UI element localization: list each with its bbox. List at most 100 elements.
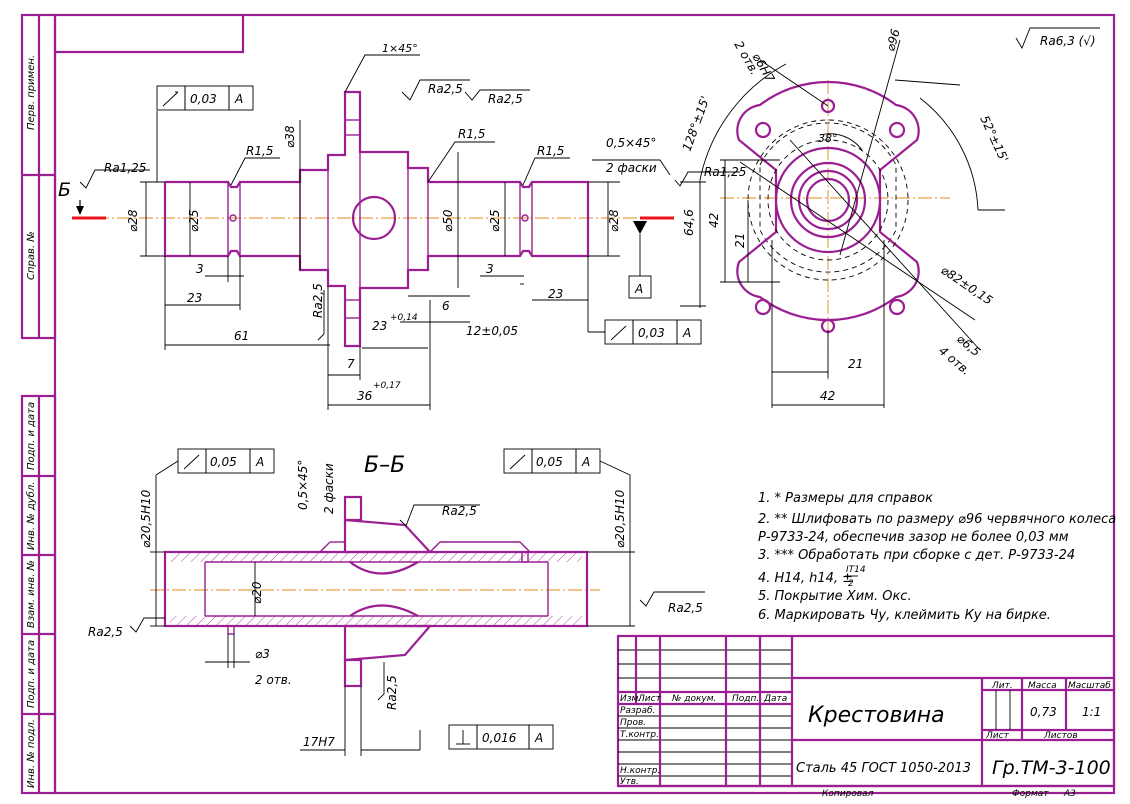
d25-left: ⌀25 [187,210,201,233]
d28-left: ⌀28 [126,209,140,232]
angle-128: 128°±15' [680,94,713,153]
title-row-label: Н.контр. [620,766,660,776]
side-label: Инв. № подл. [26,719,37,788]
note-fraction-top: IT14 [846,565,866,575]
dim-17h7: 17Н7 [303,735,335,749]
d96: ⌀96 [883,27,902,53]
d-left-section: ⌀20,5Н10 [139,489,153,548]
ra-top1: Ra2,5 [428,82,463,96]
lit-label: Лит. [991,681,1013,691]
side-label: Инв. № дубл. [25,482,37,550]
dim-36: 36 [357,389,373,403]
dim-21-vertical: 21 [733,233,747,248]
technical-notes: 1. * Размеры для справок 2. ** Шлифовать… [758,491,1116,623]
side-label: Взам. инв. № [26,560,37,628]
title-header: № докум. [671,694,716,704]
chamfer-note-section: 2 фаски [322,463,336,514]
dim-23-right: 23 [548,287,563,301]
ra-left-section: Ra2,5 [88,625,123,639]
d38: ⌀38 [283,125,297,148]
title-row-label: Пров. [620,718,646,728]
ra-left-front: Ra1,25 [104,161,146,175]
sheet-label: Лист [985,731,1010,741]
d28-right: ⌀28 [607,209,621,232]
designation: Гр.ТМ-3-100 [992,757,1111,779]
dim-3-left: 3 [196,262,204,276]
ra-bottom-section: Ra2,5 [385,675,399,710]
ra-top-section: Ra2,5 [442,504,477,518]
r-right: R1,5 [537,144,564,158]
side-label: Подп. и дата [26,640,37,708]
datum-label: А [634,282,643,296]
note-line: 6. Маркировать Чу, клеймить Ку на бирке. [758,608,1051,623]
d3: ⌀3 [255,647,270,661]
dim-6: 6 [442,299,450,313]
section-view: Б–Б [88,448,705,756]
ra-top2: Ra2,5 [488,92,523,106]
section-mark-b: Б [58,179,71,201]
tol-runout-mid-value: 0,03 [638,326,665,340]
note-line: 3. *** Обработать при сборке с дет. Р-97… [758,548,1075,563]
chamfer-note-front: 2 фаски [606,161,657,175]
ra-flange: Ra2,5 [311,283,325,318]
tol-left-value: 0,05 [210,455,237,469]
tol-runout-mid-base: А [682,326,691,340]
holes-section: 2 отв. [255,673,292,687]
r-left: R1,5 [246,144,273,158]
d50: ⌀50 [441,209,455,232]
title-row-label: Разраб. [620,706,655,716]
sheet-frame [20,13,1116,795]
dim-42-horizontal: 42 [820,389,835,403]
tol-right-base: А [581,455,590,469]
title-block: Изм. Лист № докум. Подп. Дата Разраб. Пр… [616,634,1116,799]
title-header: Изм. [620,694,641,704]
front-view: Б А [58,42,746,410]
note-line: Р-9733-24, обеспечив зазор не более 0,03… [758,530,1069,545]
note-line: 2. ** Шлифовать по размеру ⌀96 червячног… [758,512,1116,527]
mass-value: 0,73 [1030,705,1057,719]
title-row-label: Утв. [620,777,639,787]
side-label: Справ. № [26,231,37,280]
angle-38: 38° [818,132,838,145]
title-header: Дата [763,694,787,704]
chamfer-right: 0,5×45° [606,136,656,150]
d64: 64,6 [682,209,696,236]
material: Сталь 45 ГОСТ 1050-2013 [796,761,971,776]
chamfer-section: 0,5×45° [296,460,310,510]
side-label: Перв. примен. [26,55,37,130]
tol-perp-base: А [534,731,543,745]
d20: ⌀20 [250,581,264,604]
d-right-section: ⌀20,5Н10 [613,489,627,548]
dim-23-tol: +0,14 [390,313,418,323]
format-value: А3 [1063,789,1076,799]
tol-left-base: А [255,455,264,469]
section-title: Б–Б [364,453,405,478]
angle-52: 52°±15' [977,113,1011,164]
tol-runout-top-value: 0,03 [190,92,217,106]
side-label: Подп. и дата [26,402,37,470]
chamfer-top: 1×45° [382,42,418,55]
dim-12: 12±0,05 [466,324,518,338]
scale-value: 1:1 [1082,705,1101,719]
dim-42-vertical: 42 [707,213,721,228]
dim-23-left: 23 [187,291,202,305]
dim-23-center: 23 [372,319,387,333]
tol-right-value: 0,05 [536,455,563,469]
mass-label: Масса [1028,681,1057,691]
part-name: Крестовина [808,703,945,728]
title-row-label: Т.контр. [620,730,659,740]
note-line: 4. Н14, h14, ± [758,571,853,586]
dim-3-right: 3 [486,262,494,276]
d25-right: ⌀25 [488,210,502,233]
dim-36-tol: +0,17 [373,381,401,391]
note-line: 1. * Размеры для справок [758,491,933,506]
tol-runout-top-base: А [234,92,243,106]
ra-right-section: Ra2,5 [668,601,703,615]
dim-7: 7 [347,357,355,371]
general-roughness-text: Ra6,3 (√) [1040,34,1096,48]
title-header: Лист [637,694,662,704]
sheets-label: Листов [1043,731,1078,741]
note-fraction-bottom: 2 [848,579,854,589]
